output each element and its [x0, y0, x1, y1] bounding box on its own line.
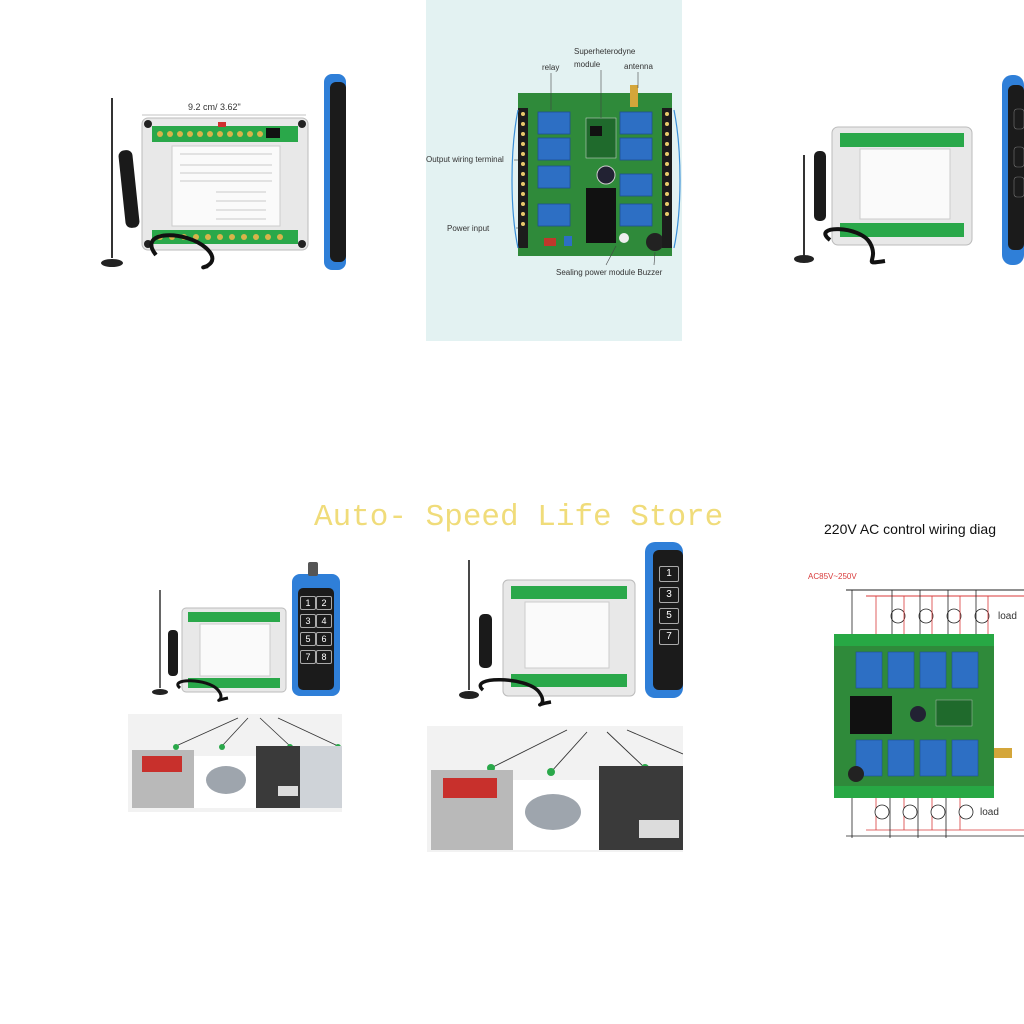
wiring-diagram-illustration: [834, 589, 1024, 838]
wiring-diagram: AC85V~250V load load: [806, 568, 1024, 838]
remote-key-7: 7: [300, 650, 316, 664]
product-image-controller-remote: [790, 65, 1024, 275]
label-relay: relay: [542, 63, 560, 72]
store-watermark: Auto- Speed Life Store: [314, 500, 724, 535]
load-label-bottom: load: [980, 807, 999, 818]
label-module: module: [574, 60, 601, 69]
label-sealing-buzzer: Sealing power module Buzzer: [556, 268, 663, 277]
product-image-applications-middle: 1 3 5 7: [427, 540, 683, 852]
remote-key-5: 5: [300, 632, 316, 646]
wiring-diagram-title: 220V AC control wiring diag: [824, 521, 996, 537]
label-antenna: antenna: [624, 62, 653, 71]
product-image-controller-dimensions: 9.2 cm/ 3.62": [96, 70, 346, 280]
dimension-label: 9.2 cm/ 3.62": [188, 102, 241, 112]
remote-key-1: 1: [659, 566, 679, 582]
remote-key-3: 3: [659, 587, 679, 603]
remote-key-7: 7: [659, 629, 679, 645]
remote-key-3: 3: [300, 614, 316, 628]
applications-illustration-middle: [427, 542, 683, 852]
remote-key-1: 1: [300, 596, 316, 610]
pcb-illustration: [511, 70, 681, 266]
load-label-top: load: [998, 611, 1017, 622]
voltage-label: AC85V~250V: [808, 572, 857, 581]
product-image-applications-left: 1 2 3 4 5 6 7 8: [128, 560, 342, 812]
remote-key-5: 5: [659, 608, 679, 624]
product-image-board-annotated: Superheterodyne module relay antenna Out…: [426, 0, 682, 341]
remote-keypad-odd: 1 3 5 7: [659, 566, 679, 645]
remote-key-6: 6: [316, 632, 332, 646]
controller-remote-illustration: [794, 75, 1024, 265]
remote-key-8: 8: [316, 650, 332, 664]
label-output-wiring: Output wiring terminal: [426, 155, 504, 164]
applications-illustration-left: [128, 562, 342, 812]
controller-illustration: [101, 74, 346, 270]
label-superheterodyne: Superheterodyne: [574, 47, 636, 56]
remote-keypad-8: 1 2 3 4 5 6 7 8: [300, 596, 332, 664]
remote-key-4: 4: [316, 614, 332, 628]
remote-key-2: 2: [316, 596, 332, 610]
label-power-input: Power input: [447, 224, 490, 233]
